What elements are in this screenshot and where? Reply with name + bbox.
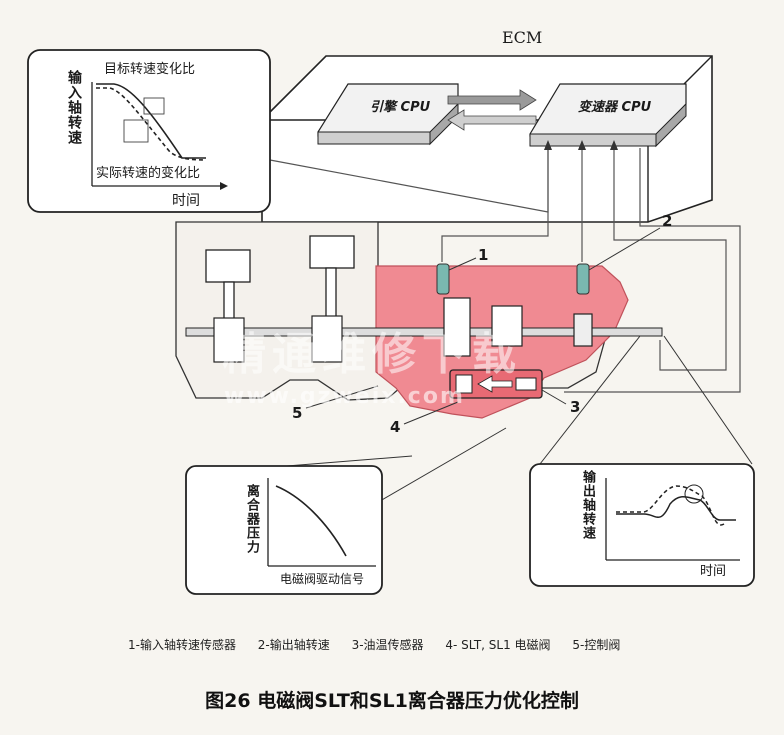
input-graph-ylabel: 输入轴转速 <box>66 70 82 145</box>
output-graph-ylabel: 输出轴转速 <box>580 470 595 540</box>
watermark-url: www.gzweix.com <box>224 384 465 409</box>
signal-wires <box>269 148 741 393</box>
output-graph-xlabel: 时间 <box>700 564 727 579</box>
legend-item: 4- SLT, SL1 电磁阀 <box>445 638 551 652</box>
callout-leaders <box>305 227 661 425</box>
output-speed-sensor <box>576 263 590 295</box>
pressure-graph-xlabel: 电磁阀驱动信号 <box>280 572 365 586</box>
legend: 1-输入轴转速传感器 2-输出轴转速 3-油温传感器 4- SLT, SL1 电… <box>128 636 638 653</box>
input-speed-graph <box>27 49 271 213</box>
target-curve-label: 目标转速变化比 <box>104 62 196 77</box>
legend-item: 1-输入轴转速传感器 <box>128 638 236 652</box>
main-shaft <box>185 327 663 337</box>
cpu-link-arrows <box>447 89 537 131</box>
pressure-graph <box>185 427 507 595</box>
clutch-pistons <box>205 235 355 333</box>
legend-item: 3-油温传感器 <box>351 638 424 652</box>
callout-1: 1 <box>478 246 489 264</box>
actual-curve-label: 实际转速的变化比 <box>96 166 201 181</box>
ecm-label: ECM <box>502 28 543 47</box>
watermark-text: 精通维修下载 <box>222 329 522 380</box>
callout-4: 4 <box>390 418 401 436</box>
callout-3: 3 <box>570 398 581 416</box>
input-speed-sensor <box>436 263 450 295</box>
trans-cpu-block <box>529 83 687 148</box>
input-graph-xlabel: 时间 <box>172 193 200 209</box>
output-speed-graph <box>529 335 755 587</box>
engine-cpu-block <box>317 83 459 146</box>
solenoid-valve <box>449 369 543 399</box>
figure-caption: 图26 电磁阀SLT和SL1离合器压力优化控制 <box>205 690 579 712</box>
callout-2: 2 <box>662 212 673 230</box>
callout-5: 5 <box>292 404 303 422</box>
gear-packs <box>213 297 593 363</box>
engine-cpu-label: 引擎 CPU <box>370 100 431 115</box>
trans-cpu-label: 变速器 CPU <box>578 100 652 115</box>
legend-item: 5-控制阀 <box>572 638 621 652</box>
legend-item: 2-输出轴转速 <box>257 638 330 652</box>
pressure-graph-ylabel: 离合器压力 <box>244 484 259 554</box>
